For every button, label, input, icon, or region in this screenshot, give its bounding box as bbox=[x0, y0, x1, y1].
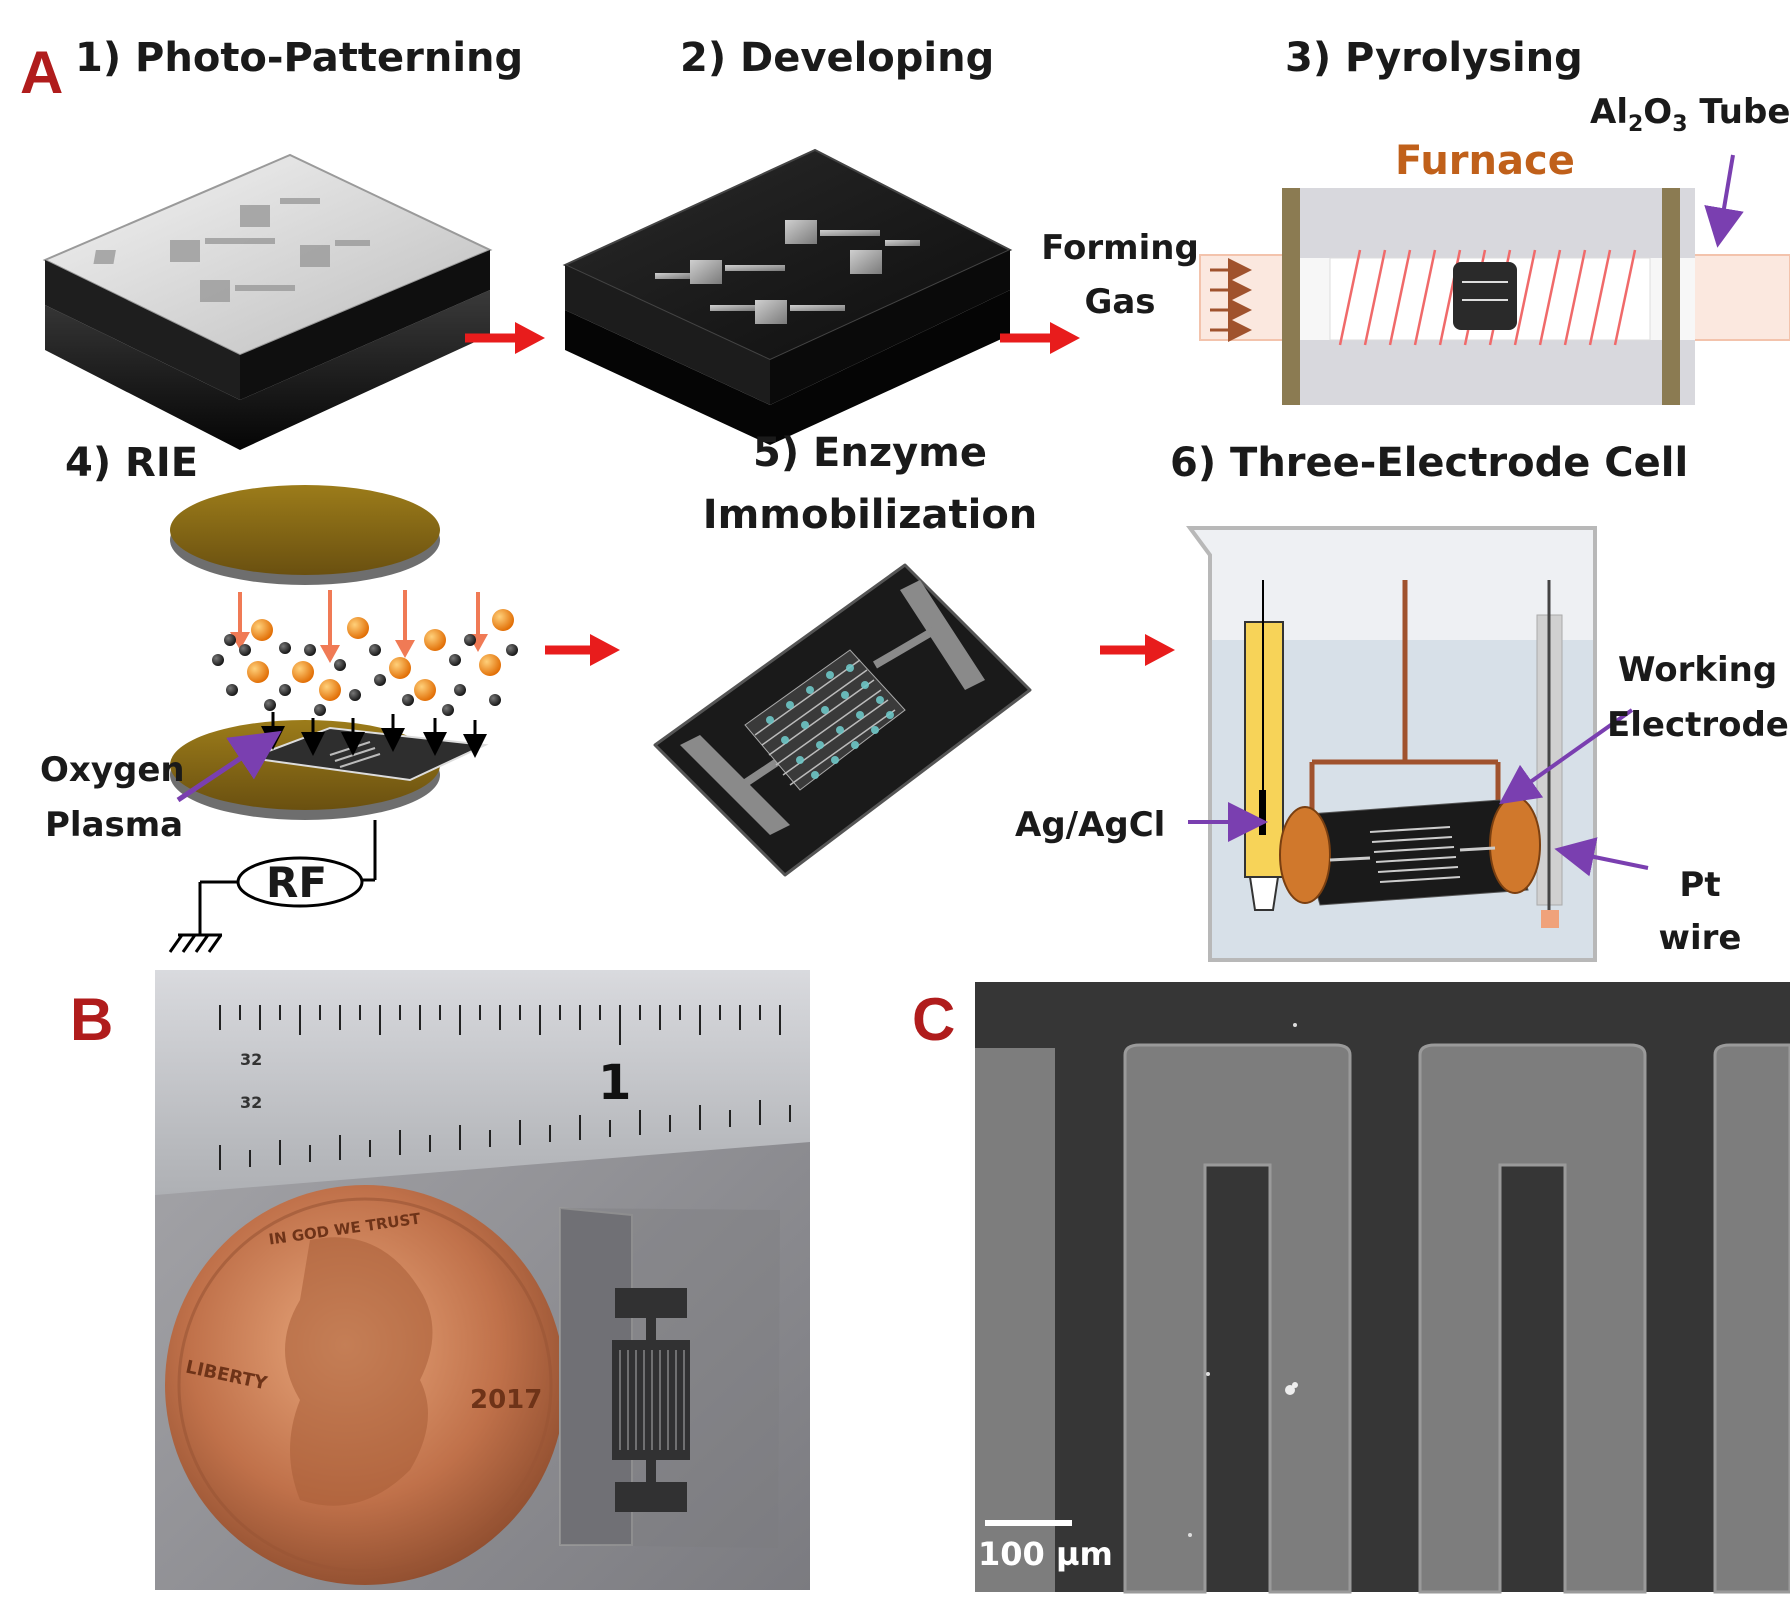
step-3-title: 3) Pyrolysing bbox=[1285, 35, 1583, 81]
panel-label-c: C bbox=[912, 986, 956, 1053]
step-6-title: 6) Three-Electrode Cell bbox=[1170, 440, 1689, 486]
arrow-1-to-2 bbox=[465, 322, 545, 354]
panel-label-b: B bbox=[70, 986, 114, 1053]
enzyme-electrode-chip bbox=[653, 563, 1032, 877]
step-1-title: 1) Photo-Patterning bbox=[75, 35, 524, 81]
reference-electrode-label: Ag/AgCl bbox=[1015, 805, 1166, 845]
arrow-4-to-5 bbox=[545, 634, 620, 666]
sem-panel-c bbox=[975, 982, 1790, 1594]
oxygen-plasma-label-line2: Plasma bbox=[45, 805, 184, 845]
working-electrode-label-line2: Electrode bbox=[1607, 705, 1789, 745]
forming-gas-label-line1: Forming bbox=[1041, 228, 1199, 268]
rie-chamber bbox=[168, 485, 518, 953]
arrow-2-to-3 bbox=[1000, 322, 1080, 354]
developed-wafer bbox=[562, 148, 1013, 445]
step-2-title: 2) Developing bbox=[680, 35, 995, 81]
furnace-label: Furnace bbox=[1395, 138, 1575, 184]
photo-patterning-wafer bbox=[42, 153, 493, 450]
three-electrode-cell bbox=[1186, 526, 1649, 962]
coin-text-year: 2017 bbox=[470, 1385, 543, 1415]
ruler-number-b: 32 bbox=[240, 1093, 263, 1112]
working-electrode-label-line1: Working bbox=[1618, 650, 1778, 690]
al2o3-tube-label: Al2O3 Tube bbox=[1590, 92, 1790, 137]
ruler-inch-mark: 1 bbox=[598, 1055, 632, 1111]
photo-panel-b bbox=[155, 970, 810, 1590]
oxygen-plasma-label-line1: Oxygen bbox=[40, 750, 185, 790]
step-5-title-line2: Immobilization bbox=[702, 492, 1038, 538]
step-5-title-line1: 5) Enzyme bbox=[752, 430, 987, 476]
arrow-5-to-6 bbox=[1100, 634, 1175, 666]
pt-wire-label-line1: Pt bbox=[1679, 865, 1721, 905]
furnace-diagram bbox=[1199, 154, 1790, 405]
panel-label-a: A bbox=[20, 39, 64, 106]
rf-source-label: RF bbox=[266, 858, 328, 907]
step-4-title: 4) RIE bbox=[65, 440, 199, 486]
forming-gas-label-line2: Gas bbox=[1084, 282, 1156, 322]
scale-bar-label: 100 µm bbox=[978, 1535, 1113, 1573]
pt-wire-label-line2: wire bbox=[1658, 918, 1742, 958]
ruler-number-a: 32 bbox=[240, 1050, 263, 1069]
